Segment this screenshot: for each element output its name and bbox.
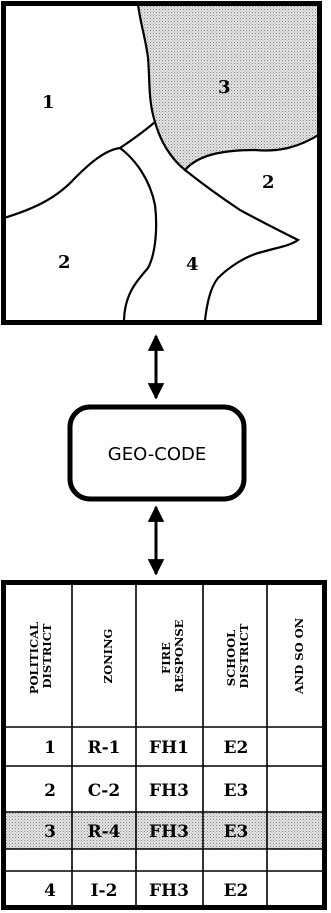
header-and-so-on: AND SO ON bbox=[292, 617, 306, 695]
table-cell: FH3 bbox=[149, 781, 189, 801]
table-cell: 4 bbox=[44, 881, 56, 901]
table-cell: C-2 bbox=[88, 781, 120, 801]
table-row-3-shading bbox=[3, 812, 325, 849]
table-grid bbox=[3, 582, 325, 907]
table-cell: E3 bbox=[224, 822, 249, 842]
map-region-1-label: 1 bbox=[42, 92, 55, 113]
table-cell: E2 bbox=[224, 738, 249, 758]
map-frame bbox=[1, 1, 322, 325]
table-cell: I-2 bbox=[91, 881, 118, 901]
header-fire-response: FIRE RESPONSE bbox=[159, 619, 186, 692]
table-cell: FH3 bbox=[149, 822, 189, 842]
table-cell: E3 bbox=[224, 781, 249, 801]
map-region-3-label: 3 bbox=[218, 77, 231, 98]
table-cell: E2 bbox=[224, 881, 249, 901]
map-boundary-line bbox=[136, 3, 321, 172]
geocode-box: GEO-CODE bbox=[67, 404, 247, 502]
map-region-4-label: 4 bbox=[186, 254, 199, 275]
map-boundary-line bbox=[184, 169, 301, 321]
header-zoning: ZONING bbox=[101, 629, 115, 684]
table-cell: R-4 bbox=[87, 822, 120, 842]
map-boundary-line bbox=[119, 147, 158, 321]
attribute-table: POLITICAL DISTRICT ZONING FIRE RESPONSE … bbox=[1, 580, 327, 910]
geocode-label: GEO-CODE bbox=[108, 444, 206, 465]
table-cell: R-1 bbox=[87, 738, 120, 758]
map-boundary-line bbox=[3, 121, 156, 220]
table-frame bbox=[1, 580, 327, 910]
table-cell: FH1 bbox=[149, 738, 189, 758]
table-cell: FH3 bbox=[149, 881, 189, 901]
table-cell: 2 bbox=[44, 781, 56, 801]
table-cell: 1 bbox=[44, 738, 56, 758]
map-region-2-label: 2 bbox=[58, 252, 71, 273]
map-region-3-shading bbox=[138, 4, 320, 170]
district-map: 1 2 3 4 2 bbox=[1, 1, 322, 325]
header-school-district: SCHOOL DISTRICT bbox=[224, 623, 251, 688]
table-cell: 3 bbox=[44, 822, 56, 842]
map-region-2-label: 2 bbox=[262, 172, 275, 193]
header-political-district: POLITICAL DISTRICT bbox=[27, 618, 54, 694]
